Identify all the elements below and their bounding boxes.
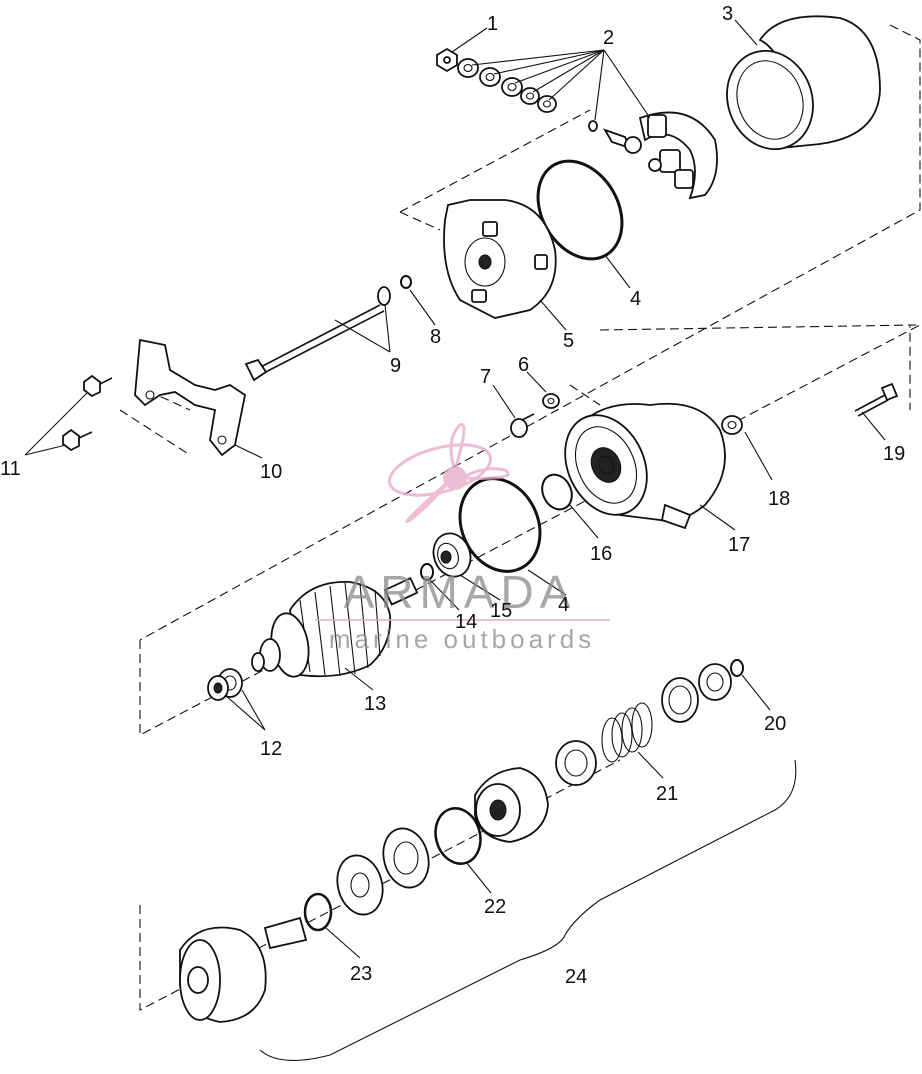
callout-8: 8: [430, 326, 441, 348]
front-housing: [564, 402, 726, 530]
callout-16: 16: [590, 543, 612, 565]
callout-22: 22: [484, 896, 506, 918]
terminal-screw: [510, 393, 560, 438]
callout-19: 19: [883, 443, 905, 465]
callout-7: 7: [480, 366, 491, 388]
callout-1: 1: [487, 13, 498, 35]
leader-lines: [24, 19, 886, 1061]
callout-15: 15: [490, 600, 512, 622]
callout-5: 5: [563, 330, 574, 352]
callout-23: 23: [350, 963, 372, 985]
small-ring: [541, 473, 573, 511]
assembly-outlines: [119, 24, 921, 1011]
drive-assembly: [179, 659, 744, 1023]
callout-17: 17: [728, 534, 750, 556]
bearing: [432, 532, 472, 578]
callout-9: 9: [390, 355, 401, 377]
callout-24: 24: [565, 966, 587, 988]
watermark-tagline: marine outboards: [329, 624, 595, 654]
callout-10: 10: [260, 461, 282, 483]
mounting-bracket: [134, 338, 247, 457]
yoke-housing: [726, 15, 881, 151]
bearing-ring: [420, 563, 434, 581]
brush-holder: [602, 111, 718, 200]
callout-6: 6: [518, 354, 529, 376]
callout-20: 20: [764, 713, 786, 735]
small-o-ring: [400, 275, 412, 289]
watermark-brand: ARMADA: [344, 566, 577, 618]
armada-logo: [387, 423, 510, 523]
callout-11: 11: [0, 458, 21, 480]
callout-12: 12: [260, 738, 282, 760]
armature: [251, 576, 419, 678]
callout-14: 14: [455, 611, 477, 633]
bushings: [207, 668, 243, 701]
rear-cover: [443, 199, 557, 319]
callout-4-middle: 4: [558, 594, 569, 616]
bracket-bolts: [62, 374, 113, 452]
callout-13: 13: [364, 693, 386, 715]
callout-21: 21: [656, 783, 678, 805]
callout-3: 3: [722, 3, 733, 25]
callout-18: 18: [768, 488, 790, 510]
callout-labels: 1 2 3 4 5 6 7 8 9 10 11 12 13 14 15 4 16…: [0, 3, 905, 988]
callout-4-top: 4: [630, 288, 641, 310]
nut-and-washer-set: [436, 47, 598, 132]
through-bolt: [244, 286, 391, 382]
callout-2: 2: [603, 27, 614, 49]
housing-washer-bolt: [721, 382, 899, 435]
